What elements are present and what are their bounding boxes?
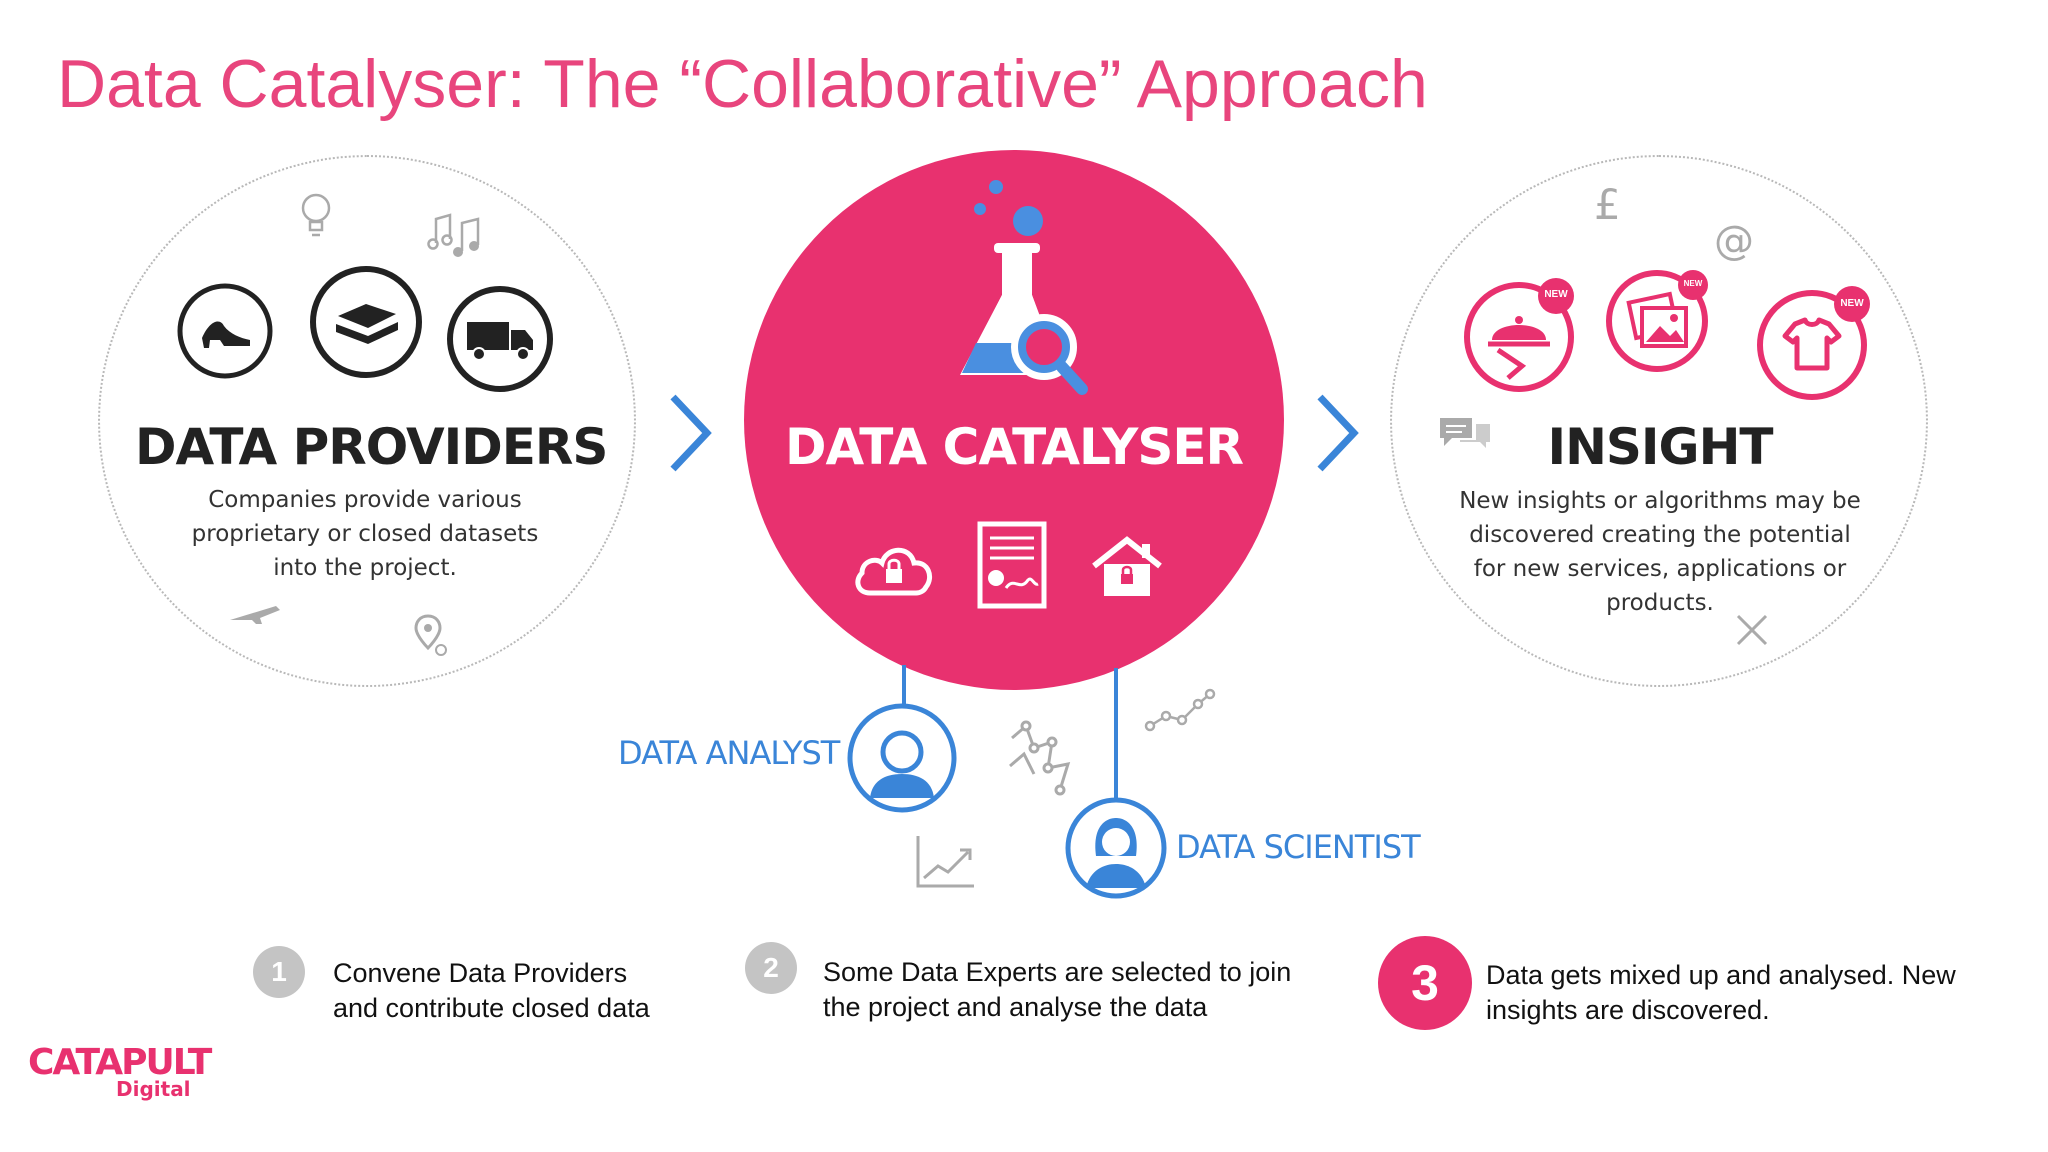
location-pin-icon [414,614,447,656]
insight-circle [1390,155,1928,687]
logo-brand: CATAPULT [28,1042,212,1083]
photo-gallery-icon [1606,270,1708,372]
chevron-right-icon [670,394,712,472]
step-3-badge: 3 [1378,936,1472,1030]
data-providers-description: Companies provide various proprietary or… [160,483,570,585]
step-line: Some Data Experts are selected to join [823,957,1292,987]
data-analyst-avatar [847,703,957,813]
flask-magnifier-icon [960,180,1088,395]
lightbulb-icon [301,193,331,237]
new-badge-label: NEW [1683,279,1703,288]
tools-icon [1736,614,1768,646]
description-line: into the project. [273,555,457,581]
step-line: the project and analyse the data [823,992,1208,1022]
t-shirt-icon [1757,290,1867,400]
data-catalyser-heading: DATA CATALYSER [784,418,1244,476]
new-badge-icon [1834,286,1870,322]
at-sign-icon: @ [1714,218,1754,264]
chevron-right-icon [1317,394,1359,472]
connector-line-scientist [1114,668,1118,802]
step-line: Data gets mixed up and analysed. New [1486,960,1956,990]
step-3-text: Data gets mixed up and analysed. New ins… [1486,958,2026,1028]
airplane-icon [230,606,280,624]
description-line: products. [1606,590,1714,616]
cloud-lock-icon [855,547,932,596]
high-heel-shoe-icon [177,283,273,379]
new-badge-icon [1678,270,1708,300]
catapult-logo: CATAPULT Digital [28,1042,218,1101]
signed-document-icon [977,521,1047,609]
step-line: insights are discovered. [1486,995,1770,1025]
connector-line-analyst [902,665,906,717]
scatter-line-icon [1144,688,1216,732]
description-line: for new services, applications or [1473,556,1847,582]
data-catalyser-circle [744,150,1284,690]
new-badge-icon [1538,278,1574,314]
data-scientist-avatar [1065,797,1167,899]
page-title: Data Catalyser: The “Collaborative” Appr… [57,46,1428,122]
description-line: Companies provide various [208,487,522,513]
data-scientist-label: DATA SCIENTIST [1176,828,1421,866]
step-line: Convene Data Providers [333,958,628,988]
sandwich-icon [310,266,422,378]
data-analyst-label: DATA ANALYST [618,734,840,772]
step-1-badge: 1 [253,946,305,998]
insight-heading: INSIGHT [1547,418,1773,476]
network-graph-icon [1009,720,1071,796]
currency-pound-icon: £ [1594,180,1621,229]
data-providers-circle [98,155,636,687]
food-cloche-icon [1464,282,1574,392]
logo-sub: Digital [116,1077,191,1101]
chat-bubbles-icon [1440,418,1490,448]
data-providers-heading: DATA PROVIDERS [135,418,608,476]
description-line: proprietary or closed datasets [191,521,539,547]
description-line: New insights or algorithms may be [1459,488,1861,514]
insight-description: New insights or algorithms may be discov… [1440,484,1880,620]
house-lock-icon [1092,536,1162,596]
new-badge-label: NEW [1544,289,1568,300]
line-chart-icon [916,836,974,888]
new-badge-label: NEW [1840,298,1864,309]
delivery-truck-icon [447,286,553,392]
step-2-text: Some Data Experts are selected to join t… [823,955,1343,1025]
description-line: discovered creating the potential [1469,522,1851,548]
step-2-badge: 2 [745,942,797,994]
step-1-text: Convene Data Providers and contribute cl… [333,956,733,1026]
step-line: and contribute closed data [333,993,650,1023]
music-notes-icon [427,213,480,257]
